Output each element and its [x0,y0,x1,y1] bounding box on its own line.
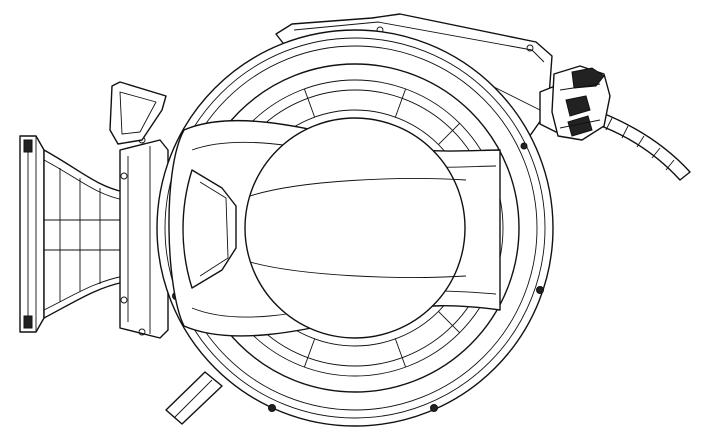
drum-rib [438,123,460,145]
wall-bracket [19,135,169,339]
drum-rib [438,311,460,333]
drum-rib [303,88,316,118]
drum-rib [394,338,407,368]
lower-hose-stub [165,371,223,425]
drum-rib [394,88,407,118]
hose-guide [539,65,611,141]
drum-rib [303,338,316,368]
outlet-hose [595,111,691,181]
central-opening [244,117,467,339]
carry-handle [109,81,167,145]
